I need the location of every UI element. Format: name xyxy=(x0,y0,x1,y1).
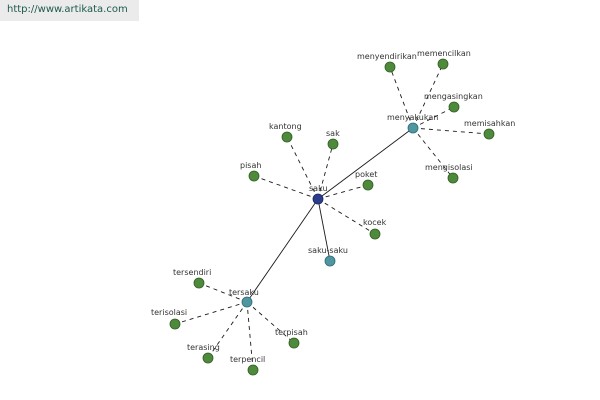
leaf-node-pisah[interactable] xyxy=(248,170,260,182)
hub-node-tersaku[interactable] xyxy=(241,296,253,308)
edge-saku-pisah xyxy=(253,175,319,200)
label-tersaku[interactable]: tersaku xyxy=(229,288,259,297)
label-sak[interactable]: sak xyxy=(326,129,340,138)
label-menyendirikan[interactable]: menyendirikan xyxy=(357,52,417,61)
label-terpencil[interactable]: terpencil xyxy=(230,355,265,364)
graph-edges xyxy=(174,63,490,371)
leaf-node-menyendirikan[interactable] xyxy=(384,61,396,73)
edge-tersaku-terpencil xyxy=(246,301,254,371)
label-mengisolasi[interactable]: mengisolasi xyxy=(425,163,473,172)
leaf-node-terisolasi[interactable] xyxy=(169,318,181,330)
label-kantong[interactable]: kantong xyxy=(269,122,302,131)
label-tersendiri[interactable]: tersendiri xyxy=(173,268,211,277)
edge-saku-kantong xyxy=(286,136,319,200)
edge-tersaku-terpisah xyxy=(246,301,295,344)
leaf-node-kocek[interactable] xyxy=(369,228,381,240)
label-pisah[interactable]: pisah xyxy=(240,161,261,170)
edge-tersaku-terasing xyxy=(207,301,248,359)
label-terpisah[interactable]: terpisah xyxy=(275,328,308,337)
source-url-banner: http://www.artikata.com xyxy=(0,0,139,21)
edge-saku-saku-saku xyxy=(317,198,331,262)
leaf-node-terpencil[interactable] xyxy=(247,364,259,376)
leaf-node-tersendiri[interactable] xyxy=(193,277,205,289)
label-saku-saku[interactable]: saku-saku xyxy=(308,246,348,255)
edge-saku-sak xyxy=(317,143,334,200)
leaf-node-sak[interactable] xyxy=(327,138,339,150)
edge-menyakukan-memencilkan xyxy=(412,63,444,129)
edge-saku-tersaku xyxy=(246,198,319,303)
label-mengasingkan[interactable]: mengasingkan xyxy=(424,92,483,101)
label-poket[interactable]: poket xyxy=(355,170,377,179)
graph-nodes xyxy=(169,58,495,376)
label-terasing[interactable]: terasing xyxy=(187,343,220,352)
center-node-saku[interactable] xyxy=(312,193,324,205)
label-terisolasi[interactable]: terisolasi xyxy=(151,308,187,317)
edge-tersaku-tersendiri xyxy=(198,282,248,303)
label-saku[interactable]: saku xyxy=(309,184,328,193)
leaf-node-kantong[interactable] xyxy=(281,131,293,143)
leaf-node-memisahkan[interactable] xyxy=(483,128,495,140)
edge-saku-menyakukan xyxy=(317,127,414,200)
edge-menyakukan-memisahkan xyxy=(412,127,490,135)
edge-menyakukan-mengisolasi xyxy=(412,127,454,179)
hub-node-saku-saku[interactable] xyxy=(324,255,336,267)
leaf-node-mengisolasi[interactable] xyxy=(447,172,459,184)
hub-node-menyakukan[interactable] xyxy=(407,122,419,134)
label-kocek[interactable]: kocek xyxy=(363,218,387,227)
edge-menyakukan-menyendirikan xyxy=(389,66,414,129)
leaf-node-terpisah[interactable] xyxy=(288,337,300,349)
leaf-node-terasing[interactable] xyxy=(202,352,214,364)
source-url-link[interactable]: http://www.artikata.com xyxy=(7,4,128,15)
leaf-node-memencilkan[interactable] xyxy=(437,58,449,70)
label-menyakukan[interactable]: menyakukan xyxy=(387,113,438,122)
edge-saku-poket xyxy=(317,184,369,200)
label-memencilkan[interactable]: memencilkan xyxy=(417,49,471,58)
leaf-node-mengasingkan[interactable] xyxy=(448,101,460,113)
leaf-node-poket[interactable] xyxy=(362,179,374,191)
edge-saku-kocek xyxy=(317,198,376,235)
label-memisahkan[interactable]: memisahkan xyxy=(464,119,515,128)
